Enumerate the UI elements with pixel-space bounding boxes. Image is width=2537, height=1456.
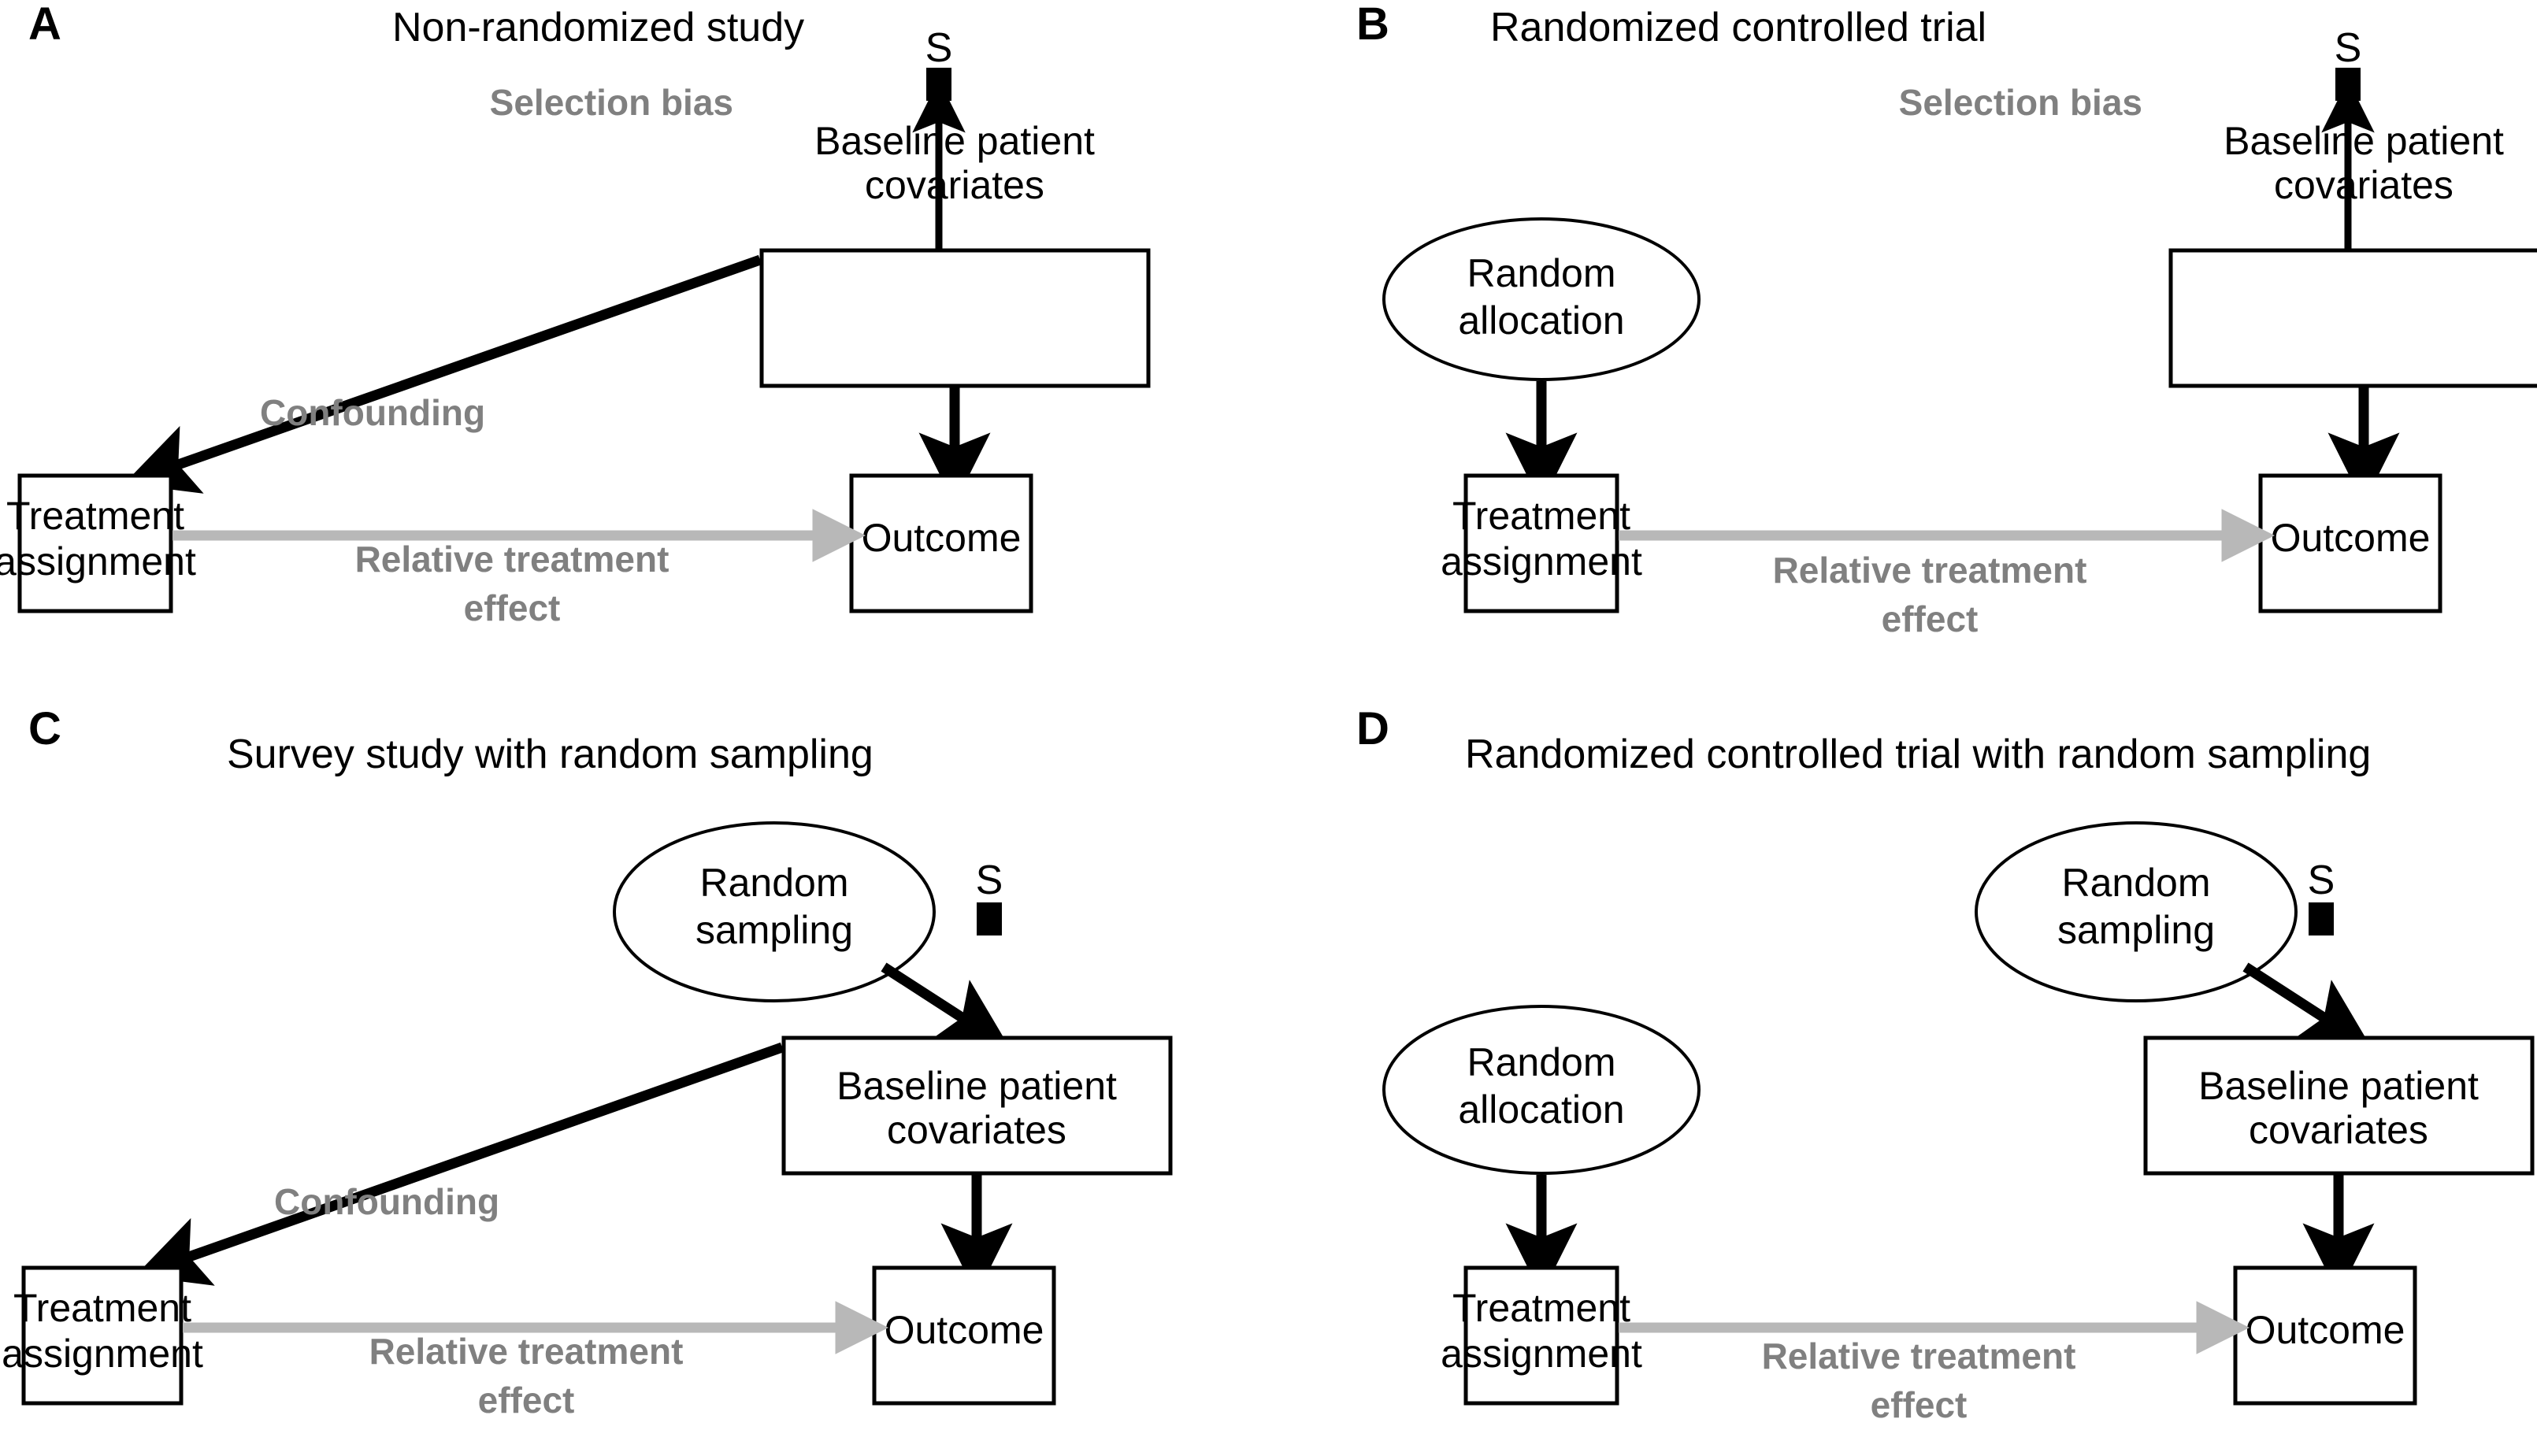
panel-d-outcome-box [2233,1265,2417,1406]
panel-c-confounding-arrow [135,1042,784,1286]
panel-c-treatment-label-line1: Treatment [13,1286,191,1330]
panel-b-treatment-effect-label-line2: effect [1882,598,1979,639]
panel-b-baseline-label-line1: Baseline patient [2224,119,2504,163]
panel-d-selection-node [2309,902,2334,935]
panel-d: D Randomized controlled trial with rando… [1356,703,2535,1425]
panel-a-selection-node-label: S [925,25,953,71]
panel-a-letter: A [28,0,61,50]
panel-d-treatment-effect-label-line1: Relative treatment [1762,1336,2076,1376]
panel-d-baseline-box [2143,1036,2535,1176]
panel-c-treatment-effect-label-line2: effect [478,1380,575,1421]
panel-b-treatment-box [1463,473,1619,613]
panel-d-treatment-effect-label-line2: effect [1871,1384,1968,1425]
panel-c-random-sampling-ellipse [613,821,936,1002]
panel-c-treatment-label-line2: assignment [2,1332,203,1376]
panel-d-selection-node-label: S [2308,858,2335,903]
panel-c-letter: C [28,703,61,754]
panel-a-selection-node [926,68,951,101]
panel-c-outcome-box [872,1265,1056,1406]
panel-a-outcome-box [849,473,1033,613]
panel-d-treatment-label-line2: assignment [1441,1332,1642,1376]
panel-d-sampling-to-baseline-arrow [2242,962,2372,1049]
panel-d-random-allocation-label-line2: allocation [1458,1087,1624,1132]
panel-a-treatment-effect-label-line2: effect [464,587,561,628]
panel-c-random-sampling-label-line2: sampling [695,908,853,952]
panel-b-outcome-box [2258,473,2442,613]
panel-a-baseline-label-line2: covariates [865,163,1044,207]
panel-c-sampling-to-baseline-arrow [881,962,1011,1049]
panel-d-random-allocation-ellipse [1382,1005,1701,1175]
panel-d-treatment-box [1463,1265,1619,1406]
panel-b-random-allocation-label-line2: allocation [1458,298,1624,343]
panel-c-baseline-label-line2: covariates [887,1108,1066,1152]
panel-b-selection-node-label: S [2335,25,2362,71]
panel-b-outcome-label: Outcome [2271,516,2431,560]
panel-d-title: Randomized controlled trial with random … [1465,732,2371,777]
panel-a-outcome-label: Outcome [862,516,1022,560]
panel-a-confounding-arrow [124,254,762,494]
panel-c-treatment-box [21,1265,184,1406]
panel-b-selection-bias-label: Selection bias [1899,82,2142,123]
panel-d-random-allocation-label-line1: Random [1467,1040,1616,1084]
panel-a-treatment-label-line1: Treatment [6,494,184,538]
panel-b-treatment-effect-label-line1: Relative treatment [1773,550,2087,591]
panel-a-confounding-label: Confounding [260,392,485,433]
panel-b-treatment-label-line2: assignment [1441,539,1642,584]
panel-b-random-allocation-ellipse [1382,217,1701,381]
panel-a-baseline-label-line1: Baseline patient [814,119,1095,163]
panel-b-baseline-label-line2: covariates [2274,163,2454,207]
panel-d-letter: D [1356,703,1389,754]
panel-d-random-sampling-label-line1: Random [2062,861,2211,905]
panel-a-treatment-effect-label-line1: Relative treatment [355,539,669,580]
panel-c-random-sampling-label-line1: Random [700,861,849,905]
panel-a-treatment-label-line2: assignment [0,539,196,584]
panel-d-baseline-label-line1: Baseline patient [2198,1064,2479,1108]
panel-c-selection-node-label: S [976,858,1003,903]
panel-c-outcome-label: Outcome [885,1308,1044,1352]
panel-b-title: Randomized controlled trial [1490,5,1986,50]
panel-c-treatment-effect-label-line1: Relative treatment [369,1331,684,1372]
panel-a-baseline-box [759,248,1151,388]
panel-d-random-sampling-ellipse [1975,821,2298,1002]
panel-b: B Randomized controlled trial Selection … [1356,0,2537,639]
panel-a-treatment-box [17,473,173,613]
panel-c: C Survey study with random sampling Rand… [2,703,1173,1421]
panel-a: A Non-randomized study Selection bias S … [0,0,1151,628]
panel-c-baseline-label-line1: Baseline patient [836,1064,1117,1108]
panel-c-selection-node [977,902,1002,935]
panel-d-treatment-label-line1: Treatment [1452,1286,1630,1330]
panel-b-selection-node [2335,68,2361,101]
panel-d-outcome-label: Outcome [2246,1308,2405,1352]
panel-c-baseline-box [781,1036,1173,1176]
panel-b-letter: B [1356,0,1389,50]
panel-b-treatment-label-line1: Treatment [1452,494,1630,538]
panel-d-random-sampling-label-line2: sampling [2057,908,2215,952]
panel-b-baseline-box [2168,248,2537,388]
panel-d-baseline-label-line2: covariates [2249,1108,2428,1152]
panel-b-random-allocation-label-line1: Random [1467,251,1616,295]
panel-a-title: Non-randomized study [392,5,804,50]
panel-c-title: Survey study with random sampling [227,732,873,777]
panel-c-confounding-label: Confounding [274,1181,499,1222]
panel-a-selection-bias-label: Selection bias [490,82,733,123]
